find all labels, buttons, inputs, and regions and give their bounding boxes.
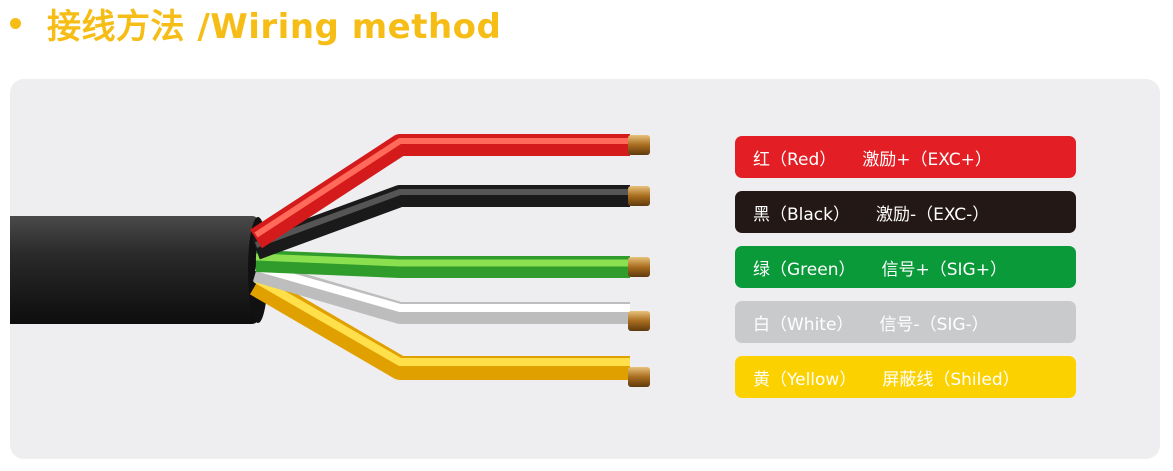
legend-color-label: 绿（Green） (753, 259, 856, 280)
page-title: 接线方法 /Wiring method (47, 6, 502, 47)
legend-item-red: 红（Red） 激励+（EXC+） (735, 136, 1076, 178)
legend-function-label: 信号+（SIG+） (881, 259, 1007, 280)
legend-color-label: 红（Red） (753, 149, 837, 170)
bullet-icon (10, 17, 21, 29)
legend-function-label: 信号-（SIG-） (879, 314, 989, 335)
legend-item-white: 白（White） 信号-（SIG-） (735, 301, 1076, 343)
wire-red (249, 134, 630, 249)
wiring-diagram-panel: 红（Red） 激励+（EXC+） 黑（Black） 激励-（EXC-） 绿（Gr… (10, 79, 1160, 459)
section-header: 接线方法 /Wiring method (10, 0, 502, 47)
legend-function-label: 屏蔽线（Shiled） (882, 369, 1020, 390)
legend-function-label: 激励-（EXC-） (876, 204, 990, 225)
wire-white (252, 260, 630, 324)
cable-illustration (10, 134, 650, 387)
legend-color-label: 黑（Black） (753, 204, 850, 225)
legend-item-black: 黑（Black） 激励-（EXC-） (735, 191, 1076, 233)
legend-color-label: 黄（Yellow） (753, 369, 857, 390)
legend-item-yellow: 黄（Yellow） 屏蔽线（Shiled） (735, 356, 1076, 398)
legend-function-label: 激励+（EXC+） (862, 149, 992, 170)
wire-yellow (249, 273, 630, 380)
cable-jacket (10, 216, 268, 324)
copper-tip-green (628, 257, 650, 277)
copper-tip-yellow (628, 367, 650, 387)
copper-tip-red (628, 135, 650, 155)
wire-black (252, 185, 630, 260)
legend-item-green: 绿（Green） 信号+（SIG+） (735, 246, 1076, 288)
legend-color-label: 白（White） (753, 314, 854, 335)
wire-legend: 红（Red） 激励+（EXC+） 黑（Black） 激励-（EXC-） 绿（Gr… (735, 136, 1076, 411)
copper-tip-white (628, 311, 650, 331)
copper-tip-black (628, 186, 650, 206)
wire-green (255, 250, 630, 278)
